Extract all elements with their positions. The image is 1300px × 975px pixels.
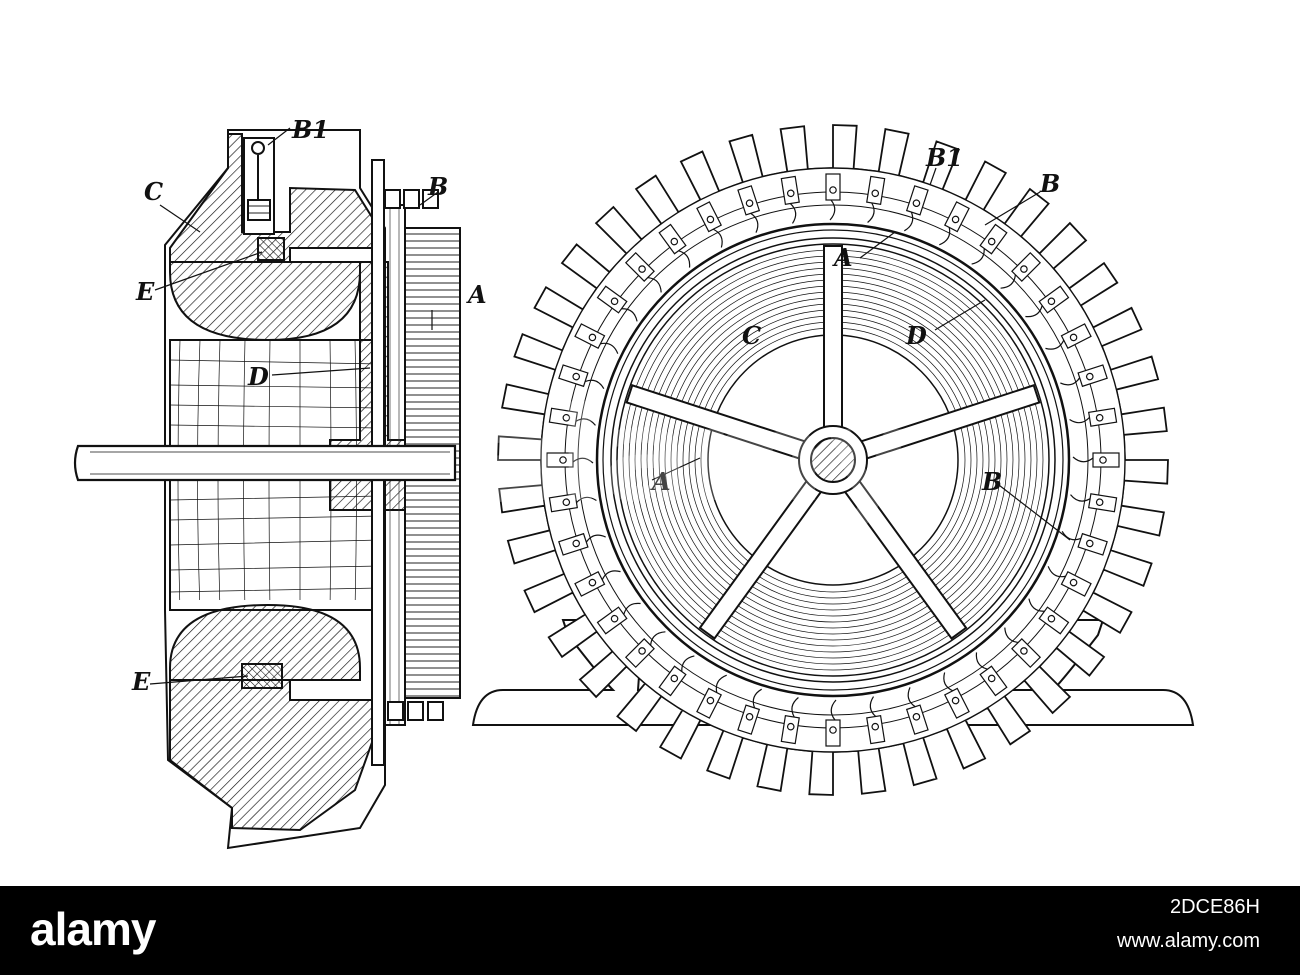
lug: [904, 185, 929, 232]
end-view-labels: B1 B A C D A B: [650, 143, 1060, 496]
lug: [1025, 285, 1070, 318]
insulation-e-bottom: [241, 663, 283, 689]
footer-url[interactable]: www.alamy.com: [1117, 930, 1260, 952]
brush-clamps-top: [384, 189, 439, 209]
bottom-casting-section: [169, 679, 381, 832]
lug: [596, 602, 641, 635]
commutator-ring: [595, 222, 1071, 698]
lug: [558, 364, 605, 389]
lug: [696, 674, 727, 719]
label-b-end: B: [1039, 169, 1060, 198]
lug: [548, 407, 596, 427]
insulation-e-top: [257, 237, 285, 261]
pole-head-bottom: [169, 603, 361, 681]
lug: [658, 655, 695, 697]
lug: [780, 697, 800, 745]
lug: [1000, 251, 1042, 289]
lug: [939, 201, 970, 246]
lug: [574, 570, 621, 597]
shaft: [73, 444, 457, 482]
lug: [825, 173, 841, 221]
label-b1-side: B1: [291, 115, 329, 144]
watermark-text: alamy: [470, 379, 910, 531]
lug: [696, 201, 723, 248]
lug: [825, 699, 841, 747]
label-b-side: B: [427, 172, 448, 201]
label-c-end: C: [742, 321, 761, 350]
brush-clamps-bottom: [387, 701, 444, 721]
lug: [548, 493, 597, 513]
lug: [1060, 364, 1108, 388]
footer-bar: alamy 2DCE86H www.alamy.com: [0, 886, 1300, 975]
lug: [943, 672, 970, 719]
lug: [1061, 531, 1108, 556]
dynamo-drawing: B1 B C E A D E B1 B A C D A B alamy: [73, 115, 1195, 850]
label-b-end-inner: B: [981, 467, 1002, 496]
footer-logo[interactable]: alamy: [30, 903, 156, 955]
label-d-side: D: [247, 362, 269, 391]
lug: [971, 223, 1008, 265]
lug: [1047, 566, 1092, 597]
lug: [624, 251, 662, 293]
lug: [658, 223, 691, 268]
label-d-end: D: [905, 321, 927, 350]
label-e-top: E: [135, 277, 155, 306]
lug: [905, 687, 929, 735]
lug: [596, 285, 638, 322]
lug: [975, 652, 1008, 697]
label-e-bottom: E: [131, 667, 151, 696]
lug: [1004, 627, 1042, 669]
lug: [1028, 598, 1070, 635]
image-id: 2DCE86H: [1169, 896, 1260, 918]
watermark: alamy: [470, 379, 910, 531]
lug: [574, 323, 619, 354]
brush-lugs: [546, 173, 1120, 747]
lug: [1045, 323, 1092, 350]
label-a-end-top: A: [832, 243, 853, 272]
lug: [624, 631, 666, 669]
lug: [866, 175, 886, 223]
spokes: [625, 245, 1041, 640]
lug: [546, 452, 594, 468]
end-view: [471, 124, 1195, 796]
side-leader-lines: [149, 127, 439, 685]
lug: [1069, 407, 1118, 427]
label-c-side: C: [144, 177, 163, 206]
label-a-side: A: [466, 280, 487, 309]
lug: [1070, 493, 1118, 513]
lug: [1072, 452, 1120, 468]
label-a-end-inner: A: [650, 467, 671, 496]
lug: [737, 688, 762, 735]
side-view-labels: B1 B C E A D E: [131, 115, 487, 696]
lug: [558, 532, 606, 556]
label-b1-end: B1: [925, 143, 963, 172]
end-leader-lines: [651, 167, 1071, 541]
lug: [780, 175, 800, 224]
lug: [866, 696, 886, 745]
lug: [737, 185, 761, 233]
side-section-view: [73, 129, 461, 850]
